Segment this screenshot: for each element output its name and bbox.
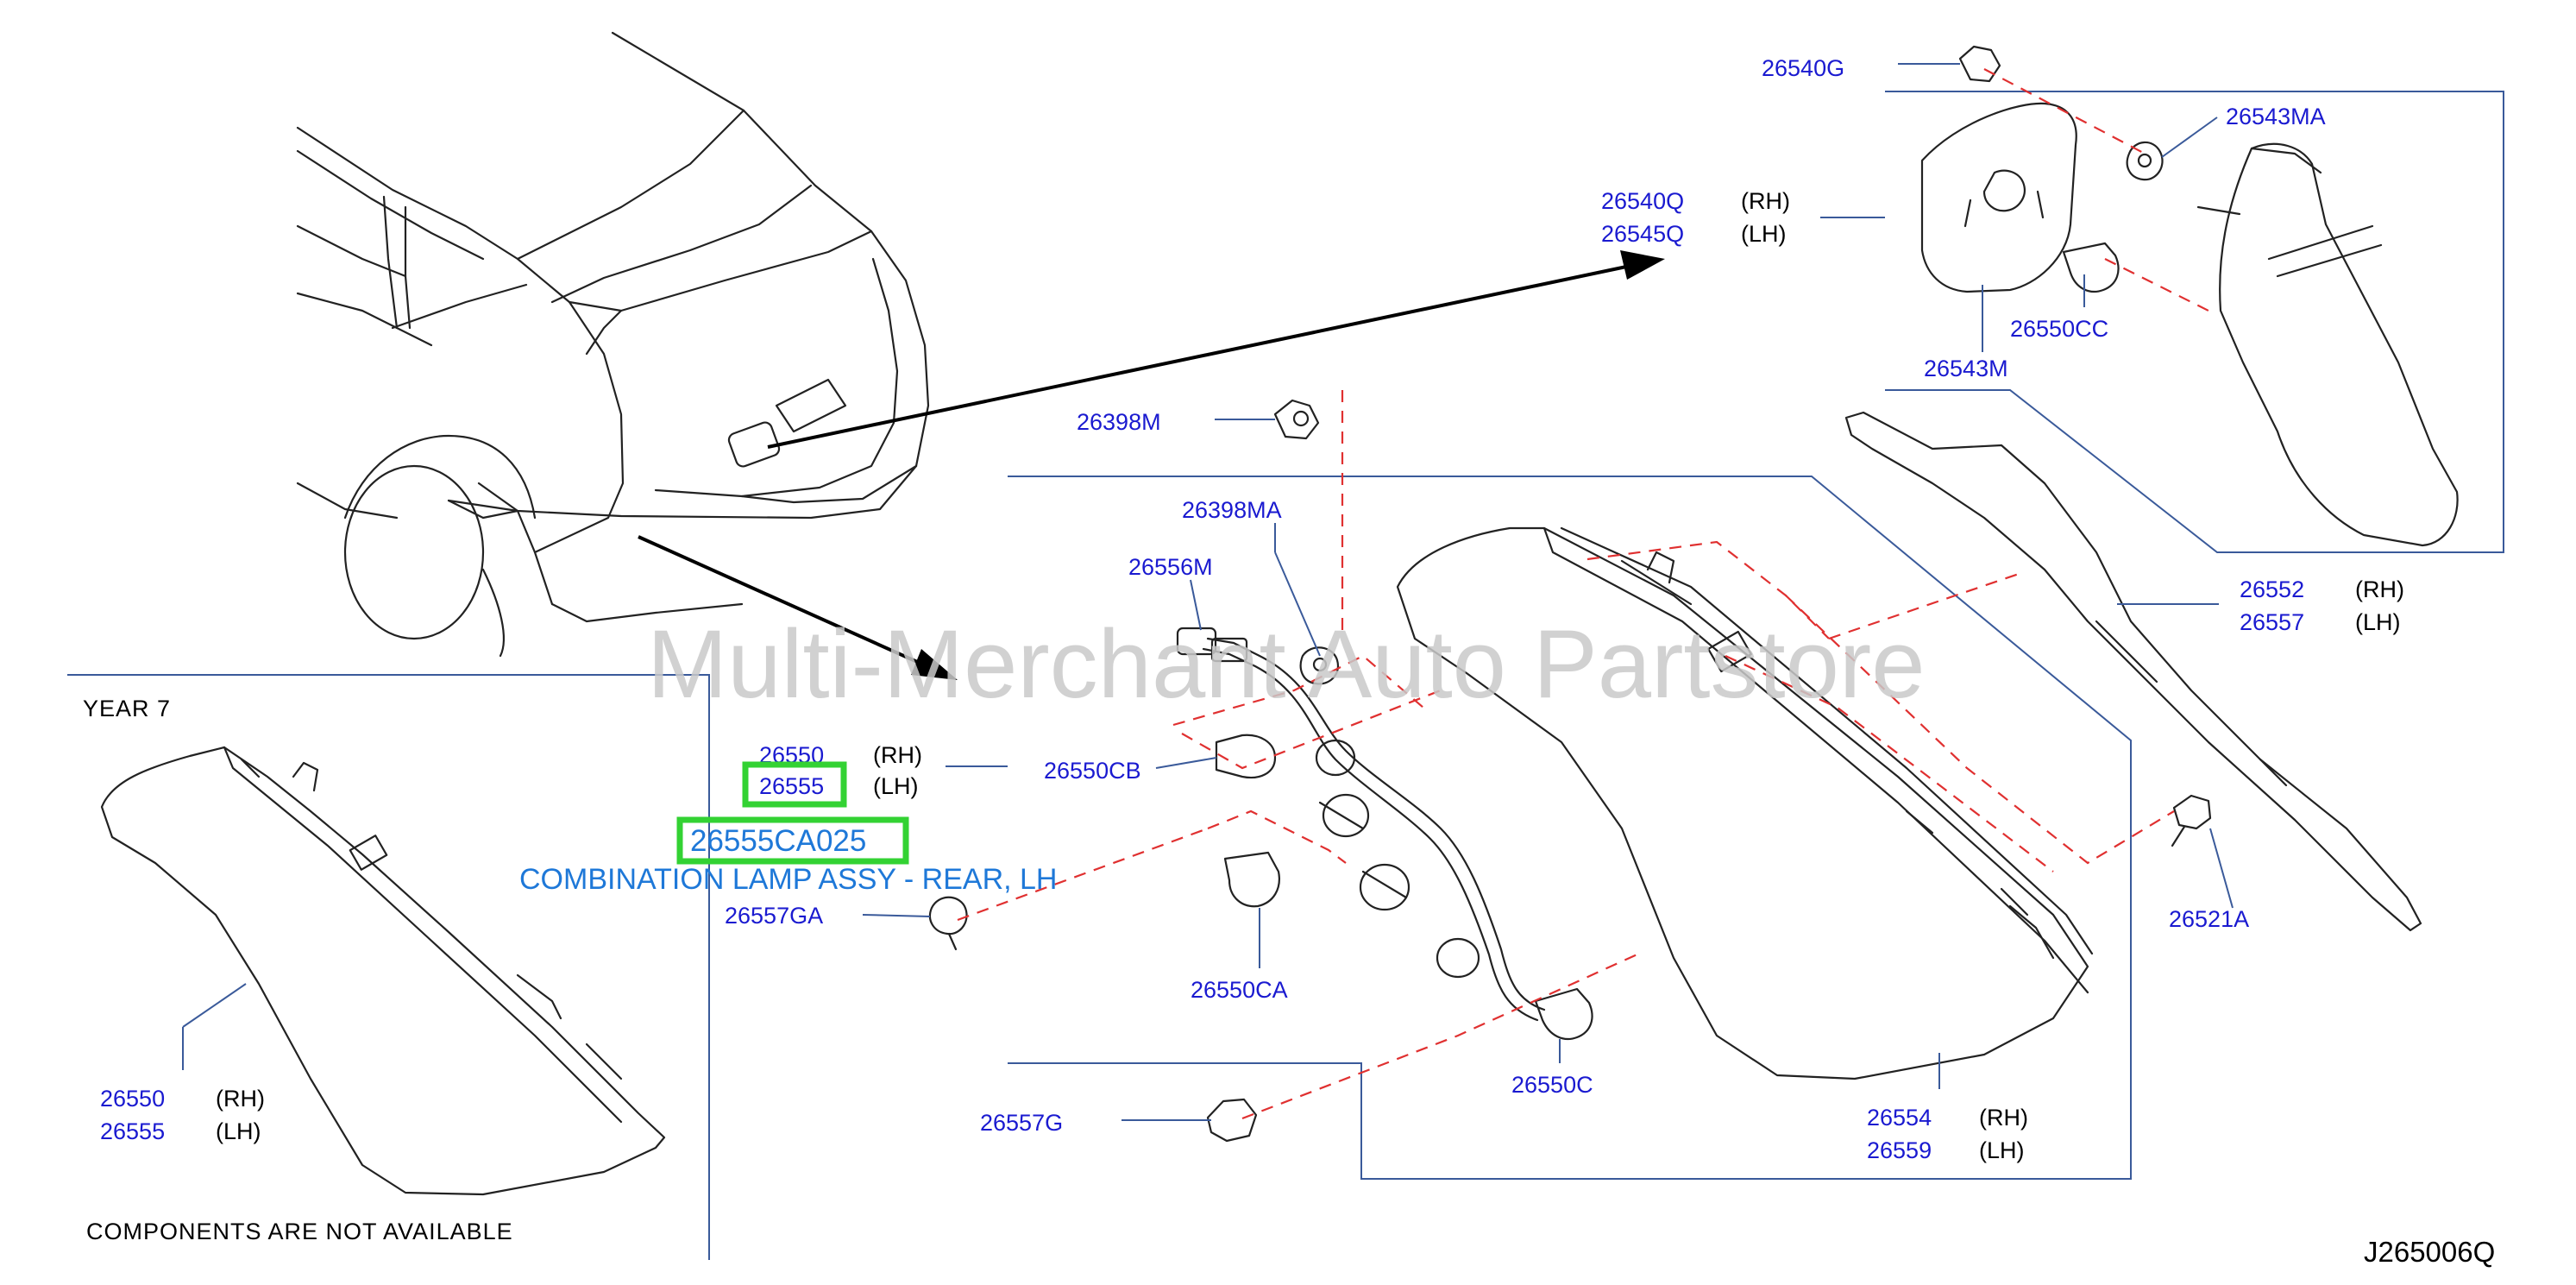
callout-26543M[interactable]: 26543M [1924, 356, 2008, 381]
side-lh-inset-26555: (LH) [216, 1118, 261, 1144]
callout-26540Q[interactable]: 26540Q [1601, 188, 1684, 214]
bulb-26550c [1534, 987, 1593, 1041]
inset-callout-26550[interactable]: 26550 [100, 1086, 165, 1112]
diagram-id: J265006Q [2364, 1236, 2495, 1268]
callout-26557G[interactable]: 26557G [980, 1110, 1063, 1136]
year-label: YEAR 7 [83, 696, 171, 721]
side-lh-26555: (LH) [873, 773, 919, 799]
assembly-dash-lines [957, 68, 2209, 1120]
callout-26543MA[interactable]: 26543MA [2226, 104, 2326, 129]
callout-26557[interactable]: 26557 [2240, 609, 2304, 635]
callout-26398M[interactable]: 26398M [1077, 409, 1161, 435]
callout-26540G[interactable]: 26540G [1762, 55, 1844, 81]
side-rh-26554: (RH) [1979, 1105, 2028, 1131]
combination-lamp-housing [1396, 526, 2094, 1080]
bulb-26550ca [1223, 851, 1280, 908]
callout-26550CB[interactable]: 26550CB [1044, 758, 1141, 784]
screw-26521a [2172, 794, 2212, 830]
clip-26398m [1273, 399, 1320, 440]
callout-26550CC[interactable]: 26550CC [2010, 316, 2108, 342]
inset-lamp-illustration [100, 746, 666, 1196]
callout-26555[interactable]: 26555 [759, 773, 824, 799]
socket-plate-detail [1920, 102, 2459, 547]
side-designators: (RH) (LH) (RH) (LH) (RH) (LH) (RH) (LH) … [216, 188, 2404, 1163]
callout-26521A[interactable]: 26521A [2169, 906, 2249, 932]
watermark-text: Multi-Merchant Auto Partstore [647, 610, 1925, 718]
main-assembly-frame [1008, 476, 2132, 1180]
grommet-26398ma [1299, 646, 1340, 685]
clip-26540g [1958, 45, 2001, 83]
callout-26556M[interactable]: 26556M [1128, 554, 1213, 580]
side-rh-inset-26550: (RH) [216, 1086, 265, 1112]
callout-26398MA[interactable]: 26398MA [1182, 497, 1282, 523]
side-rh-26552: (RH) [2355, 576, 2404, 602]
callout-26550CA[interactable]: 26550CA [1191, 977, 1288, 1003]
side-rh-26540Q: (RH) [1741, 188, 1790, 214]
selected-part-number[interactable]: 26555CA025 [690, 824, 866, 858]
highlight-box-selected-part [676, 816, 909, 865]
callout-26557GA[interactable]: 26557GA [725, 903, 823, 929]
components-note: COMPONENTS ARE NOT AVAILABLE [86, 1219, 513, 1244]
leader-lines [182, 63, 2234, 1121]
grommet-26557ga [928, 896, 968, 935]
clip-26557g [1206, 1098, 1258, 1143]
callout-26559[interactable]: 26559 [1867, 1137, 1932, 1163]
side-lh-26559: (LH) [1979, 1137, 2025, 1163]
side-lh-26557: (LH) [2355, 609, 2401, 635]
pointer-arrows [638, 250, 1665, 680]
grommet-26543ma [2126, 141, 2164, 181]
vehicle-rear-illustration [296, 31, 930, 658]
callout-26552[interactable]: 26552 [2240, 576, 2304, 602]
fastener-hardware [928, 45, 2241, 1143]
callout-26554[interactable]: 26554 [1867, 1105, 1932, 1131]
inset-callout-26555[interactable]: 26555 [100, 1118, 165, 1144]
highlight-box-26555 [742, 761, 847, 808]
wire-harness [1176, 627, 1546, 1022]
bulb-26550cb [1215, 734, 1277, 779]
side-lh-26545Q: (LH) [1741, 221, 1787, 247]
assembly-frames [67, 91, 2504, 1260]
side-rh-26550: (RH) [873, 742, 922, 768]
bulb-socket-detail-frame [1885, 91, 2504, 553]
callout-26550C[interactable]: 26550C [1511, 1072, 1593, 1098]
part-callouts: 26540G 26543MA 26540Q 26545Q 26550CC 265… [100, 55, 2326, 1163]
lamp-finisher-strip [1844, 411, 2422, 932]
selected-part-description: COMBINATION LAMP ASSY - REAR, LH [519, 863, 1058, 896]
callout-26545Q[interactable]: 26545Q [1601, 221, 1684, 247]
bulb-26550cc [2062, 242, 2120, 293]
year-inset-frame [67, 674, 710, 1260]
